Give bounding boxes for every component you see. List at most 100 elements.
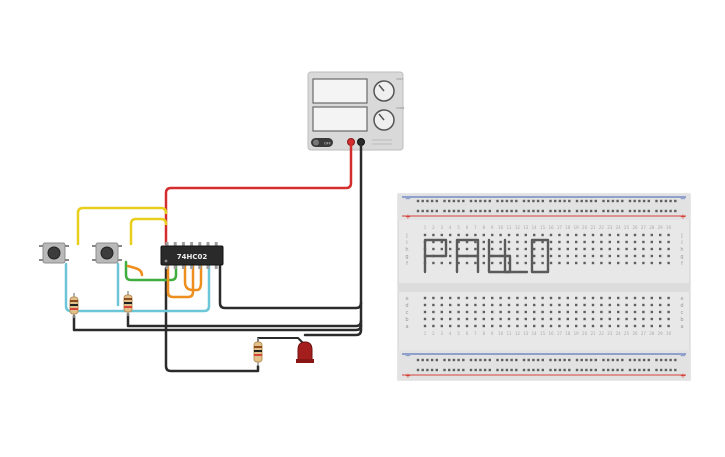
resistor-2[interactable] — [123, 291, 133, 316]
breadboard-hole[interactable] — [558, 310, 561, 314]
breadboard-hole[interactable] — [449, 233, 452, 237]
chip-pin[interactable] — [206, 265, 210, 269]
breadboard-hole[interactable] — [566, 247, 569, 251]
breadboard-hole[interactable] — [617, 296, 620, 300]
wire-orange-2[interactable] — [166, 264, 195, 299]
breadboard-hole[interactable] — [421, 199, 424, 203]
breadboard-hole[interactable] — [488, 199, 491, 203]
breadboard-hole[interactable] — [575, 209, 579, 213]
breadboard-hole[interactable] — [482, 303, 485, 307]
breadboard-hole[interactable] — [510, 358, 513, 362]
breadboard-hole[interactable] — [650, 240, 653, 244]
breadboard-hole[interactable] — [558, 303, 561, 307]
breadboard-hole[interactable] — [667, 324, 670, 328]
breadboard-hole[interactable] — [608, 303, 611, 307]
breadboard-hole[interactable] — [558, 247, 561, 251]
breadboard-hole[interactable] — [633, 303, 637, 307]
breadboard-hole[interactable] — [532, 358, 535, 362]
chip-pin[interactable] — [173, 242, 177, 246]
breadboard-hole[interactable] — [611, 358, 615, 362]
breadboard-hole[interactable] — [430, 368, 434, 372]
breadboard-hole[interactable] — [491, 296, 494, 300]
breadboard-hole[interactable] — [625, 254, 628, 258]
breadboard-hole[interactable] — [524, 247, 527, 251]
breadboard-hole[interactable] — [667, 261, 670, 265]
chip-pin[interactable] — [198, 265, 202, 269]
breadboard-hole[interactable] — [465, 310, 469, 314]
breadboard-hole[interactable] — [575, 254, 578, 258]
breadboard-hole[interactable] — [600, 310, 603, 314]
breadboard-hole[interactable] — [423, 324, 427, 328]
breadboard-hole[interactable] — [608, 261, 611, 265]
breadboard-hole[interactable] — [452, 368, 456, 372]
breadboard-hole[interactable] — [667, 240, 670, 244]
breadboard-hole[interactable] — [465, 324, 469, 328]
breadboard-hole[interactable] — [659, 324, 662, 328]
breadboard-hole[interactable] — [650, 310, 653, 314]
breadboard-hole[interactable] — [533, 261, 536, 265]
breadboard-hole[interactable] — [524, 254, 527, 258]
breadboard-hole[interactable] — [507, 296, 511, 300]
breadboard-hole[interactable] — [479, 199, 482, 203]
breadboard-hole[interactable] — [591, 247, 595, 251]
breadboard-hole[interactable] — [423, 296, 427, 300]
wire-black-bus-2[interactable] — [126, 312, 363, 328]
breadboard-hole[interactable] — [465, 240, 469, 244]
breadboard-hole[interactable] — [566, 296, 569, 300]
breadboard-hole[interactable] — [600, 240, 603, 244]
breadboard-hole[interactable] — [483, 368, 487, 372]
breadboard-hole[interactable] — [435, 368, 438, 372]
breadboard-hole[interactable] — [527, 199, 530, 203]
breadboard-hole[interactable] — [515, 358, 518, 362]
breadboard-hole[interactable] — [482, 240, 485, 244]
breadboard-hole[interactable] — [616, 368, 619, 372]
breadboard-hole[interactable] — [625, 303, 628, 307]
breadboard-hole[interactable] — [465, 233, 469, 237]
breadboard-hole[interactable] — [642, 368, 646, 372]
breadboard-hole[interactable] — [524, 296, 527, 300]
breadboard-hole[interactable] — [465, 303, 469, 307]
breadboard-hole[interactable] — [575, 261, 578, 265]
breadboard-hole[interactable] — [522, 368, 526, 372]
breadboard-hole[interactable] — [583, 233, 586, 237]
breadboard-hole[interactable] — [633, 209, 636, 213]
breadboard-hole[interactable] — [633, 240, 637, 244]
breadboard-hole[interactable] — [440, 247, 443, 251]
breadboard-hole[interactable] — [549, 261, 553, 265]
breadboard-hole[interactable] — [608, 296, 611, 300]
breadboard-hole[interactable] — [607, 209, 610, 213]
breadboard-hole[interactable] — [533, 310, 536, 314]
breadboard-hole[interactable] — [617, 261, 620, 265]
wire-black-led-res[interactable] — [164, 266, 260, 373]
breadboard-hole[interactable] — [524, 303, 527, 307]
breadboard-hole[interactable] — [482, 296, 485, 300]
letter-a[interactable] — [455, 238, 480, 274]
breadboard-hole[interactable] — [647, 209, 650, 213]
wire-black-bus-1[interactable] — [72, 314, 363, 332]
pushbutton-1[interactable] — [39, 242, 69, 264]
breadboard-hole[interactable] — [516, 310, 519, 314]
breadboard-hole[interactable] — [558, 296, 561, 300]
breadboard-hole[interactable] — [536, 209, 540, 213]
breadboard-hole[interactable] — [533, 296, 536, 300]
chip-pin[interactable] — [165, 242, 169, 246]
breadboard-hole[interactable] — [465, 296, 469, 300]
breadboard-hole[interactable] — [617, 317, 620, 321]
breadboard-hole[interactable] — [533, 247, 536, 251]
breadboard-hole[interactable] — [515, 199, 518, 203]
breadboard-hole[interactable] — [625, 310, 628, 314]
breadboard-hole[interactable] — [608, 240, 611, 244]
breadboard-hole[interactable] — [491, 303, 494, 307]
breadboard-hole[interactable] — [469, 358, 473, 362]
breadboard-hole[interactable] — [499, 247, 502, 251]
breadboard-hole[interactable] — [591, 233, 595, 237]
breadboard-hole[interactable] — [474, 303, 477, 307]
breadboard-hole[interactable] — [602, 199, 605, 203]
wire-red[interactable] — [164, 143, 353, 246]
breadboard-hole[interactable] — [541, 303, 544, 307]
breadboard-hole[interactable] — [515, 209, 518, 213]
breadboard-hole[interactable] — [583, 296, 586, 300]
breadboard-hole[interactable] — [440, 324, 443, 328]
breadboard-hole[interactable] — [650, 261, 653, 265]
